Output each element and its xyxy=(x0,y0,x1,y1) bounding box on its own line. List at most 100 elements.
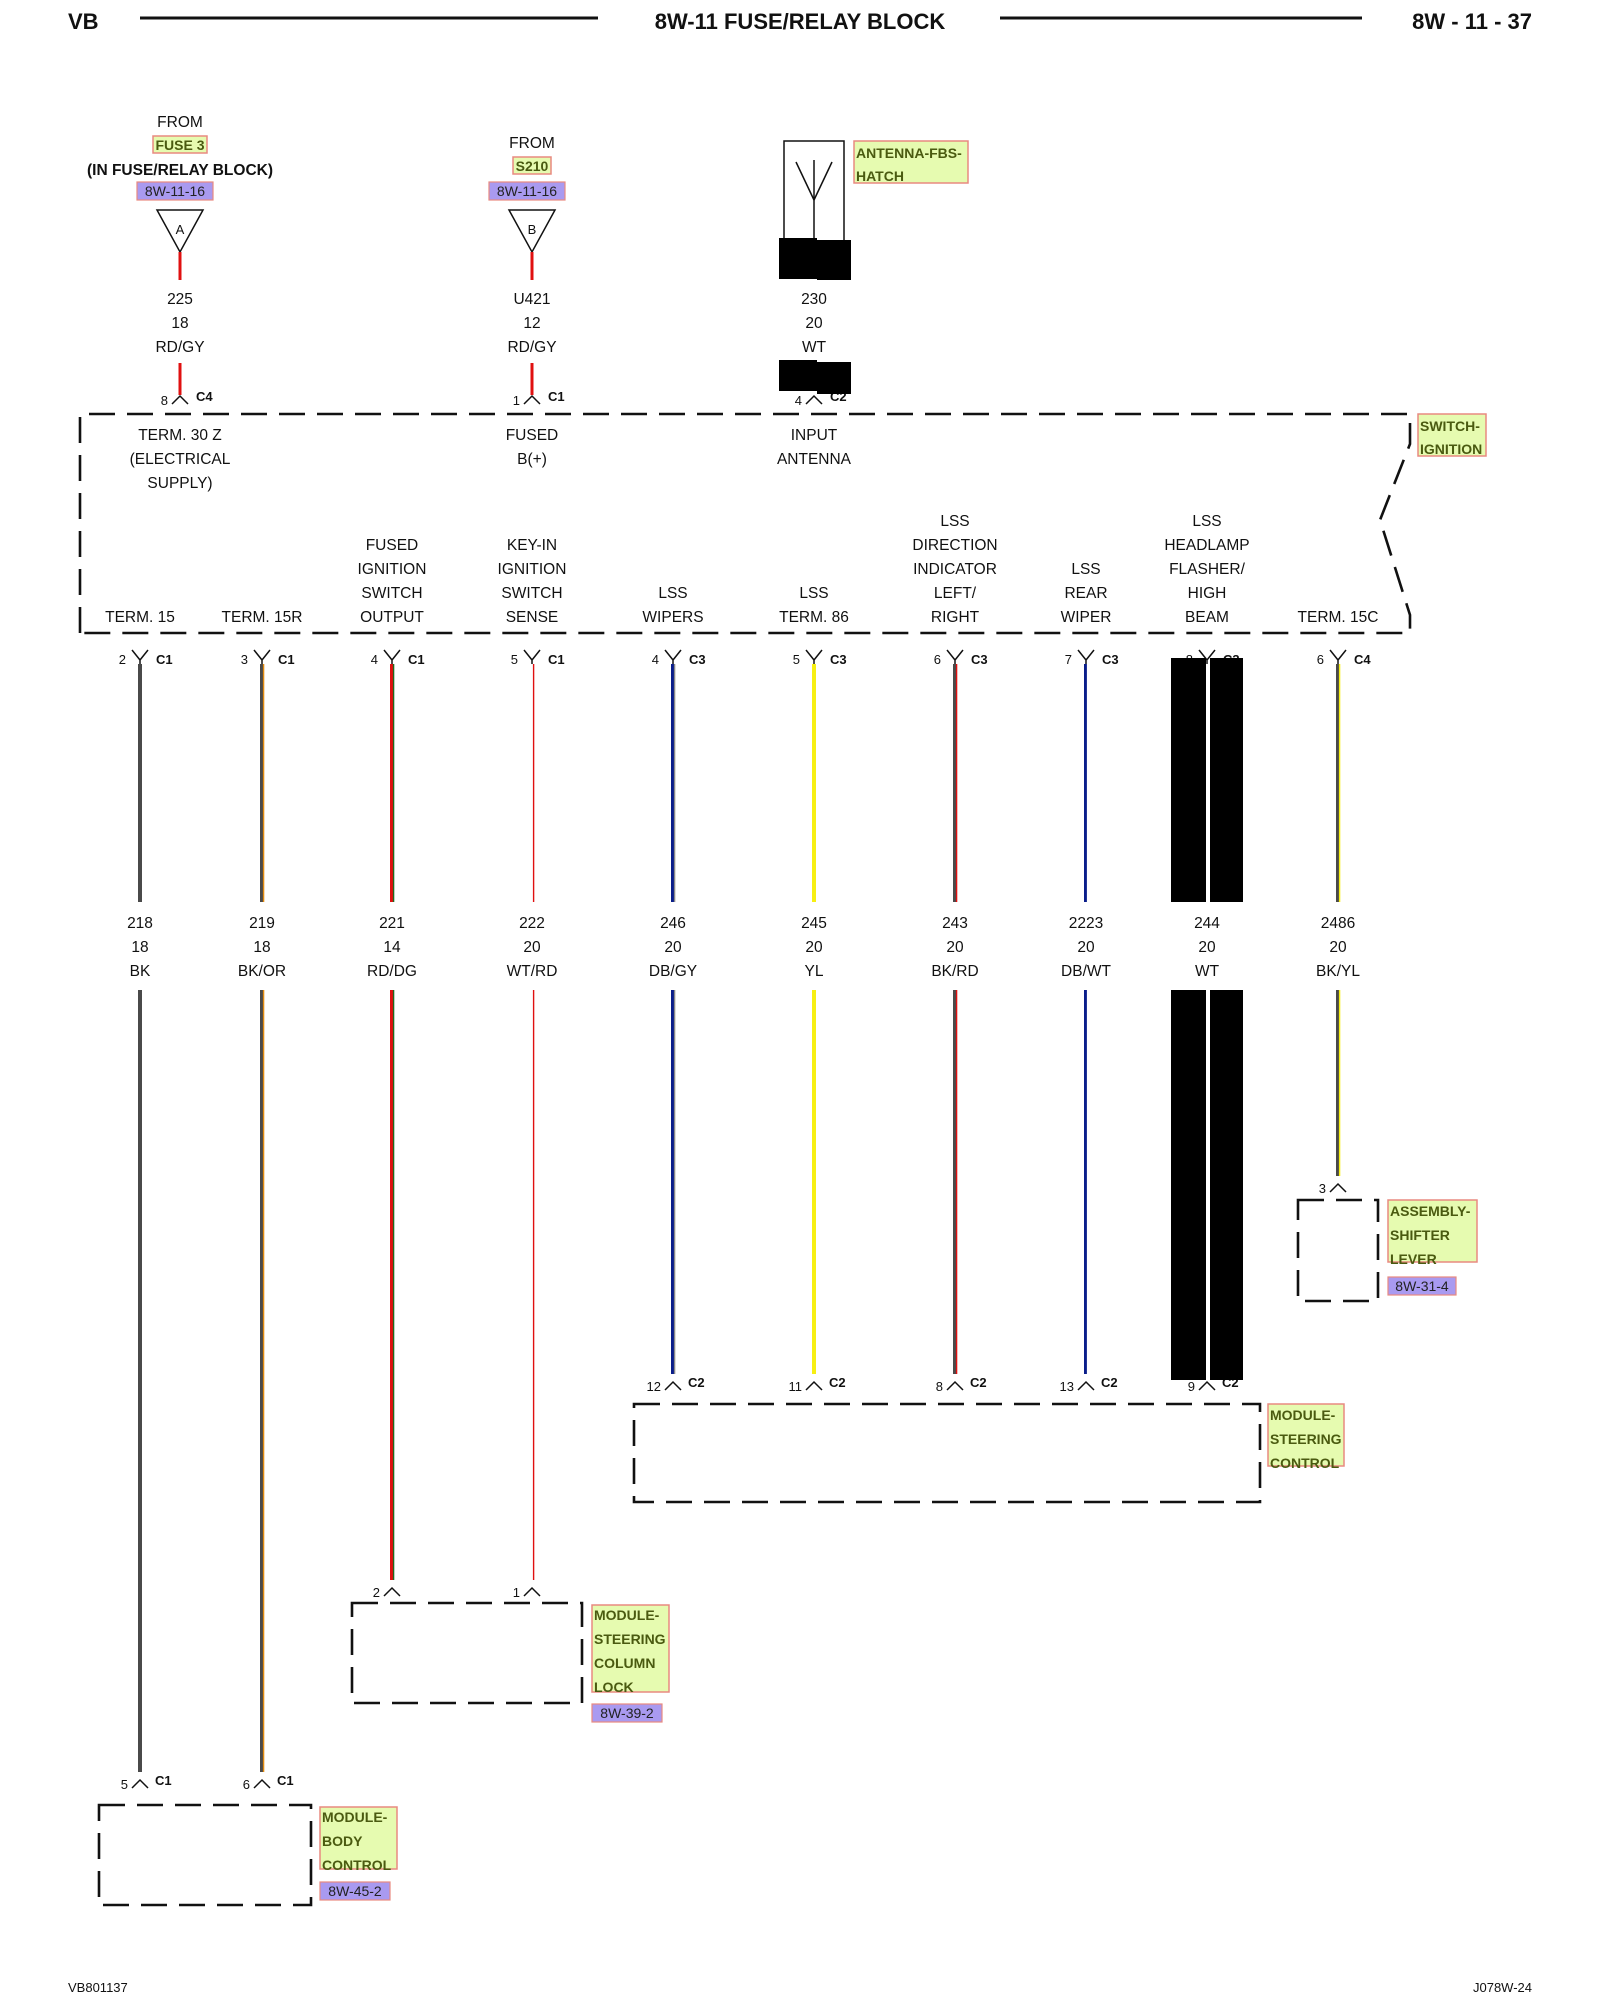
connector-pin-symbol xyxy=(523,649,541,665)
circuit-number: 243 xyxy=(942,915,968,932)
footer-left: VB801137 xyxy=(68,1980,128,1995)
svg-text:230: 230 xyxy=(801,291,827,308)
function-label: TERM. 15R xyxy=(222,609,303,626)
function-label: SENSE xyxy=(506,609,559,626)
function-label: HEADLAMP xyxy=(1164,537,1249,554)
function-label: LSS xyxy=(1071,561,1100,578)
svg-text:FROM: FROM xyxy=(157,114,203,131)
s210-ref-link[interactable]: 8W-11-16 xyxy=(497,183,557,199)
steering-control-label-2[interactable]: STEERING xyxy=(1270,1431,1342,1447)
connector-id: C3 xyxy=(830,652,847,667)
connector-pin-symbol xyxy=(383,649,401,665)
steering-control-tag-box xyxy=(1267,1403,1345,1467)
svg-text:1: 1 xyxy=(513,393,520,408)
function-label: FUSED xyxy=(366,537,419,554)
pin-number: 2 xyxy=(119,652,126,667)
body-control-label-2[interactable]: BODY xyxy=(322,1833,363,1849)
body-control-label-1[interactable]: MODULE- xyxy=(322,1809,388,1825)
pin-number: 12 xyxy=(647,1379,661,1394)
connector-id: C2 xyxy=(1101,1375,1118,1390)
wire-color-code: BK/YL xyxy=(1316,963,1360,980)
function-label: REAR xyxy=(1064,585,1107,602)
body-control-box xyxy=(97,1803,313,1907)
redaction-block xyxy=(779,238,817,279)
splice-a-triangle xyxy=(155,209,205,254)
svg-text:SUPPLY): SUPPLY) xyxy=(147,475,212,492)
connector-id: C1 xyxy=(548,652,565,667)
wire-gauge: 18 xyxy=(253,939,270,956)
antenna-label-1[interactable]: ANTENNA-FBS- xyxy=(856,145,962,161)
pin-number: 4 xyxy=(371,652,378,667)
wire-color-code: YL xyxy=(805,963,824,980)
connector-pin-symbol xyxy=(805,649,823,665)
shifter-lever-box xyxy=(1296,1198,1380,1303)
shifter-lever-ref-link[interactable]: 8W-31-4 xyxy=(1395,1278,1449,1294)
pin-number: 7 xyxy=(1065,652,1072,667)
antenna-tag-box xyxy=(853,140,969,184)
shifter-lever-label-3[interactable]: LEVER xyxy=(1390,1251,1437,1267)
page-header: VB 8W-11 FUSE/RELAY BLOCK 8W - 11 - 37 xyxy=(68,9,1532,34)
connector-id: C1 xyxy=(278,652,295,667)
wire-gauge: 20 xyxy=(946,939,964,956)
s210-ref-box xyxy=(488,181,566,201)
steering-column-lock-label-4[interactable]: LOCK xyxy=(594,1679,634,1695)
connector-pin-symbol xyxy=(805,1380,823,1391)
body-control-label-3[interactable]: CONTROL xyxy=(322,1857,392,1873)
shifter-lever-label-1[interactable]: ASSEMBLY- xyxy=(1390,1203,1471,1219)
s210-label[interactable]: S210 xyxy=(516,158,549,174)
wire-color-code: BK/RD xyxy=(931,963,978,980)
wire-color-code: BK xyxy=(130,963,151,980)
switch-ignition-box xyxy=(78,412,1412,635)
steering-column-lock-label-2[interactable]: STEERING xyxy=(594,1631,666,1647)
splice-b-triangle xyxy=(507,209,557,254)
switch-ignition-label-2[interactable]: IGNITION xyxy=(1420,441,1482,457)
function-label: BEAM xyxy=(1185,609,1229,626)
connector-id: C3 xyxy=(689,652,706,667)
steering-column-lock-label-1[interactable]: MODULE- xyxy=(594,1607,660,1623)
steering-column-lock-label-3[interactable]: COLUMN xyxy=(594,1655,655,1671)
wire-gauge: 20 xyxy=(1077,939,1095,956)
steering-column-lock-tag-box xyxy=(591,1604,670,1693)
body-control-ref-link[interactable]: 8W-45-2 xyxy=(328,1883,382,1899)
connector-id: C1 xyxy=(408,652,425,667)
connector-pin-symbol xyxy=(664,649,682,665)
header-left: VB xyxy=(68,9,99,34)
steering-control-label-3[interactable]: CONTROL xyxy=(1270,1455,1340,1471)
steering-column-lock-ref-link[interactable]: 8W-39-2 xyxy=(600,1705,654,1721)
svg-text:TERM. 30 Z: TERM. 30 Z xyxy=(138,427,222,444)
steering-control-label-1[interactable]: MODULE- xyxy=(1270,1407,1336,1423)
wire-color-code: WT/RD xyxy=(507,963,558,980)
svg-text:A: A xyxy=(176,222,185,237)
pin-number: 1 xyxy=(513,1585,520,1600)
connector-pin-symbol xyxy=(946,1380,964,1391)
page-number: 8W - 11 - 37 xyxy=(1412,9,1532,34)
switch-ignition-label-1[interactable]: SWITCH- xyxy=(1420,418,1480,434)
fuse3-ref-link[interactable]: 8W-11-16 xyxy=(145,183,205,199)
wire-gauge: 20 xyxy=(523,939,541,956)
antenna-label-2[interactable]: HATCH xyxy=(856,168,904,184)
svg-text:B: B xyxy=(528,222,537,237)
pin-number: 9 xyxy=(1188,1379,1195,1394)
connector-id: C4 xyxy=(1354,652,1371,667)
circuit-number: 2486 xyxy=(1321,915,1355,932)
redactions-244 xyxy=(1171,658,1243,1380)
wire-color-code: DB/WT xyxy=(1061,963,1111,980)
wire-gauge: 18 xyxy=(131,939,148,956)
function-label: LSS xyxy=(940,513,969,530)
pin-number: 5 xyxy=(511,652,518,667)
svg-text:ANTENNA: ANTENNA xyxy=(777,451,852,468)
function-label: LSS xyxy=(658,585,687,602)
svg-text:FROM: FROM xyxy=(509,135,555,152)
redaction-block xyxy=(779,360,817,391)
function-label: LSS xyxy=(799,585,828,602)
s210-tag-box xyxy=(512,156,552,175)
circuit-number: 245 xyxy=(801,915,827,932)
fuse3-label[interactable]: FUSE 3 xyxy=(155,137,204,153)
function-label: RIGHT xyxy=(931,609,980,626)
shifter-lever-label-2[interactable]: SHIFTER xyxy=(1390,1227,1450,1243)
connector-pin-symbol xyxy=(1198,1380,1216,1391)
function-label: WIPERS xyxy=(642,609,703,626)
